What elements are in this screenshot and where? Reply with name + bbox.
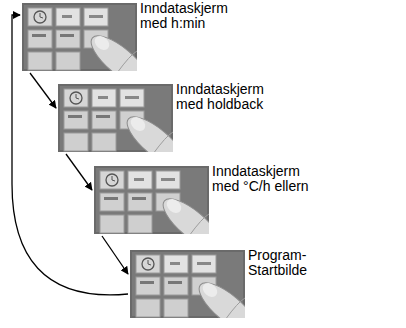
keypad-screen-node: Inndataskjerm med holdback <box>58 84 173 152</box>
keypad-screen-node: Inndataskjerm med °C/h ellern <box>94 166 209 234</box>
keypad-screen-node: Inndataskjerm med h:min <box>22 3 137 71</box>
flow-arrow <box>12 15 128 295</box>
keypad-screen-node: Program- Startbilde <box>130 250 245 318</box>
screen-label: Inndataskjerm med °C/h ellern <box>212 164 324 194</box>
flow-arrow <box>102 236 128 274</box>
screen-label: Inndataskjerm med h:min <box>140 1 252 31</box>
flow-arrow <box>30 73 56 108</box>
screen-label: Program- Startbilde <box>248 248 322 278</box>
screen-label: Inndataskjerm med holdback <box>176 82 288 112</box>
flow-arrow <box>66 154 92 190</box>
